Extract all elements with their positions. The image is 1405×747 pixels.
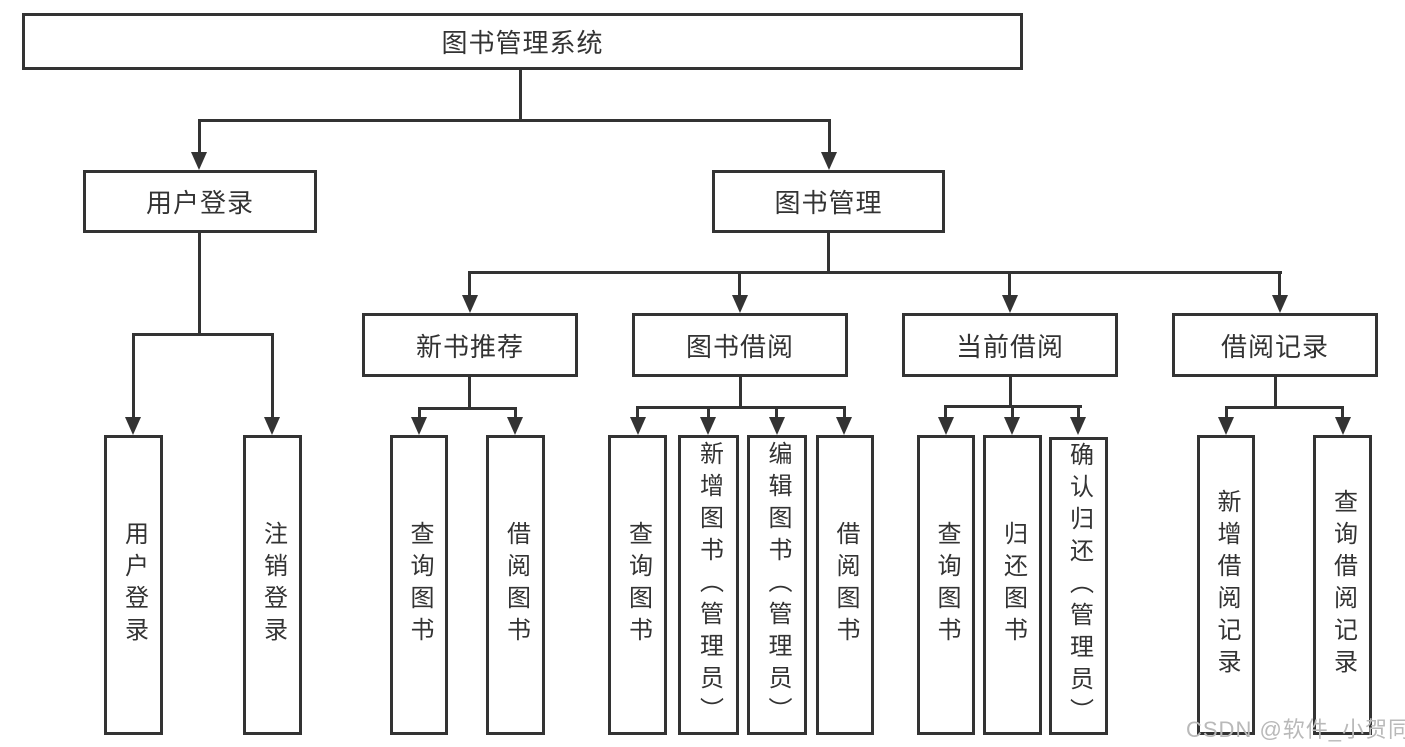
connector-line (418, 407, 517, 410)
arrow-down-icon (462, 295, 478, 313)
leaf-query-borrow-record: 查询借阅记录 (1313, 435, 1372, 735)
connector-line (1077, 405, 1080, 419)
arrow-down-icon (1218, 417, 1234, 435)
node-label: 当前借阅 (955, 331, 1064, 362)
connector-line (739, 377, 742, 408)
leaf-borrow-books: 借阅图书 (816, 435, 874, 735)
leaf-query-books-borrow: 查询图书 (608, 435, 667, 735)
connector-line (828, 119, 831, 155)
connector-line (827, 233, 830, 273)
leaf-label: 确认归还（管理员） (1065, 442, 1093, 730)
arrow-down-icon (700, 417, 716, 435)
node-book-management: 图书管理 (712, 170, 945, 233)
leaf-add-borrow-record: 新增借阅记录 (1197, 435, 1255, 735)
connector-line (198, 233, 201, 335)
connector-line (1274, 377, 1277, 408)
leaf-label: 归还图书 (999, 521, 1027, 649)
connector-line (775, 406, 778, 419)
leaf-label: 新增图书（管理员） (695, 441, 723, 729)
node-library-management-system: 图书管理系统 (22, 13, 1023, 70)
arrow-down-icon (938, 417, 954, 435)
connector-line (1009, 377, 1012, 407)
leaf-confirm-return-admin: 确认归还（管理员） (1049, 437, 1108, 735)
leaf-label: 查询图书 (406, 521, 433, 649)
connector-line (1225, 406, 1343, 409)
node-label: 图书管理系统 (441, 28, 604, 58)
node-label: 图书借阅 (685, 331, 794, 362)
leaf-label: 编辑图书（管理员） (764, 441, 791, 729)
leaf-edit-book-admin: 编辑图书（管理员） (747, 435, 807, 735)
connector-line (271, 333, 274, 419)
arrow-down-icon (411, 417, 427, 435)
node-label: 新书推荐 (415, 331, 524, 362)
connector-line (198, 119, 201, 155)
leaf-user-login: 用户登录 (104, 435, 163, 735)
connector-line (198, 119, 831, 122)
connector-line (944, 405, 947, 419)
arrow-down-icon (821, 152, 837, 170)
connector-line (468, 377, 471, 409)
csdn-watermark: CSDN @软件_小贺同学 (1186, 717, 1405, 742)
leaf-label: 注销登录 (259, 521, 287, 649)
connector-line (636, 406, 639, 419)
connector-line (132, 333, 274, 336)
node-label: 借阅记录 (1220, 331, 1329, 362)
connector-line (519, 70, 522, 121)
leaf-add-book-admin: 新增图书（管理员） (678, 435, 739, 735)
node-label: 用户登录 (145, 188, 254, 218)
arrow-down-icon (1335, 417, 1351, 435)
arrow-down-icon (191, 152, 207, 170)
node-borrowing-records: 借阅记录 (1172, 313, 1378, 377)
arrow-down-icon (125, 417, 141, 435)
node-new-book-recommendation: 新书推荐 (362, 313, 578, 377)
arrow-down-icon (769, 417, 785, 435)
connector-line (1008, 271, 1011, 297)
arrow-down-icon (630, 417, 646, 435)
arrow-down-icon (1272, 295, 1288, 313)
connector-line (468, 271, 1282, 274)
arrow-down-icon (264, 417, 280, 435)
connector-line (1225, 406, 1228, 419)
connector-line (1011, 405, 1014, 419)
arrow-down-icon (507, 417, 523, 435)
connector-line (468, 271, 471, 297)
leaf-label: 查询图书 (933, 521, 960, 649)
connector-line (738, 271, 741, 297)
leaf-label: 借阅图书 (832, 521, 859, 649)
leaf-query-books-current: 查询图书 (917, 435, 975, 735)
leaf-label: 新增借阅记录 (1213, 489, 1240, 681)
node-user-login: 用户登录 (83, 170, 317, 233)
connector-line (707, 406, 710, 419)
leaf-label: 借阅图书 (502, 521, 530, 649)
arrow-down-icon (1002, 295, 1018, 313)
leaf-query-books-recommend: 查询图书 (390, 435, 448, 735)
connector-line (636, 406, 846, 409)
connector-line (843, 406, 846, 419)
connector-line (1278, 271, 1281, 297)
connector-line (1341, 406, 1344, 419)
node-current-borrowing: 当前借阅 (902, 313, 1118, 377)
arrow-down-icon (1070, 417, 1086, 435)
arrow-down-icon (1004, 417, 1020, 435)
leaf-label: 查询借阅记录 (1329, 489, 1357, 681)
node-label: 图书管理 (774, 188, 883, 218)
leaf-return-books: 归还图书 (983, 435, 1042, 735)
leaf-label: 用户登录 (120, 521, 148, 649)
arrow-down-icon (732, 295, 748, 313)
connector-line (418, 407, 421, 419)
leaf-logout-login: 注销登录 (243, 435, 302, 735)
leaf-borrow-books-recommend: 借阅图书 (486, 435, 545, 735)
connector-line (514, 407, 517, 419)
leaf-label: 查询图书 (624, 521, 652, 649)
node-book-borrowing: 图书借阅 (632, 313, 848, 377)
connector-line (132, 333, 135, 419)
arrow-down-icon (836, 417, 852, 435)
